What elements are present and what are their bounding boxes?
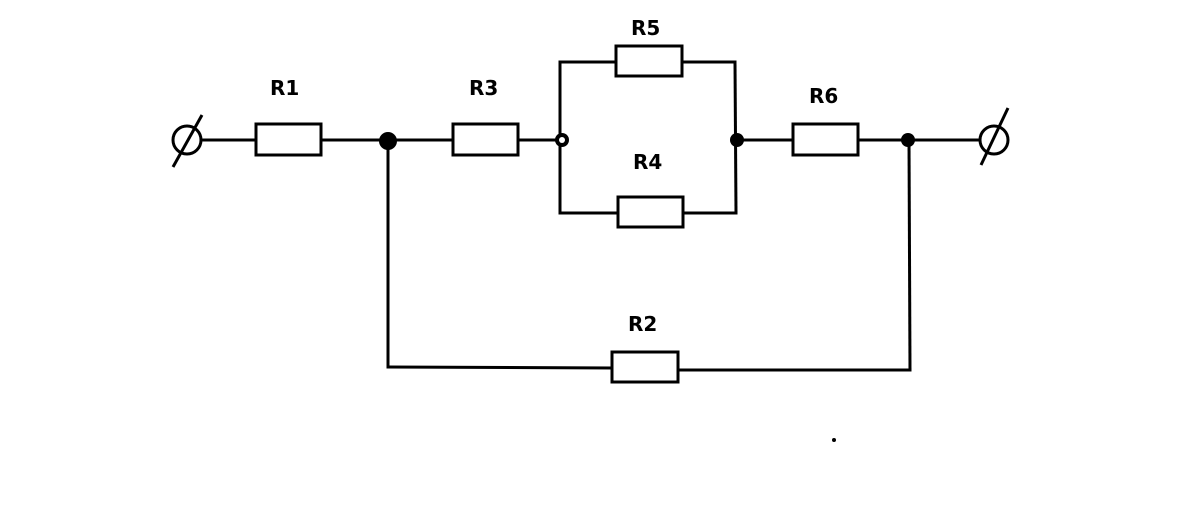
junction-node-a	[379, 132, 397, 150]
terminal-left-slash	[171, 114, 204, 168]
junctions	[379, 132, 915, 150]
wire-node-d-down	[907, 138, 912, 372]
label-r3: R3	[469, 76, 498, 100]
terminal-left	[171, 114, 204, 168]
resistor-r1	[254, 122, 323, 157]
wires	[200, 60, 982, 372]
resistor-r5	[614, 44, 684, 78]
labels: R1 R3 R5 R4 R6 R2	[270, 16, 838, 336]
terminal-right	[978, 107, 1010, 166]
terminal-right-slash	[979, 107, 1010, 166]
junction-node-d	[901, 133, 915, 147]
stray-dot	[832, 438, 836, 442]
label-r4: R4	[633, 150, 662, 174]
wire-r2-left	[386, 365, 614, 370]
resistors	[254, 44, 860, 384]
resistor-r3	[451, 122, 520, 157]
label-r5: R5	[631, 16, 660, 40]
resistor-r6	[791, 122, 860, 157]
label-r1: R1	[270, 76, 299, 100]
label-r2: R2	[628, 312, 657, 336]
junction-node-b-center	[559, 137, 565, 143]
junction-node-c	[730, 133, 744, 147]
label-r6: R6	[809, 84, 838, 108]
resistor-r4	[616, 195, 685, 229]
resistor-r2	[610, 350, 680, 384]
